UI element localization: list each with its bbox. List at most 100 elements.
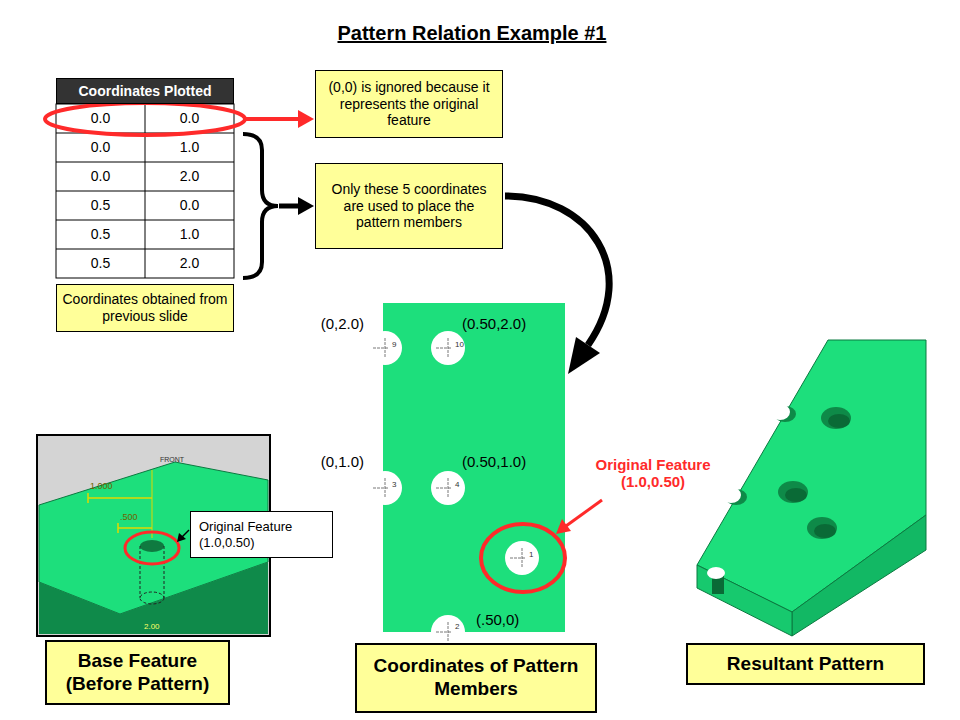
caption-box: Base Feature (Before Pattern): [45, 640, 230, 705]
note-box: (0,0) is ignored because it represents t…: [315, 70, 503, 138]
note-box: Only these 5 coordinates are used to pla…: [315, 163, 503, 249]
hole-crosshair: [436, 632, 452, 633]
pattern-plate: [431, 471, 465, 505]
box-content: Original Feature (1.0,0.50): [199, 519, 324, 550]
table-header: Coordinates Plotted: [56, 78, 234, 104]
base-feature-marker: [125, 532, 179, 564]
resultant-picture: [697, 565, 792, 636]
table-cell: 0.0: [56, 133, 145, 162]
resultant-picture: [697, 340, 926, 636]
box-content: Base Feature (Before Pattern): [57, 650, 218, 696]
original-feature-marker: [566, 500, 602, 526]
resultant-picture: [770, 404, 790, 420]
callout-box: Original Feature (1.0,0.50): [190, 511, 333, 558]
base-feature-picture: [88, 497, 152, 499]
base-feature-picture: [140, 540, 164, 552]
box-text: Coordinates Plotted: [78, 83, 211, 100]
pattern-plate: [368, 303, 565, 649]
hole-crosshair: [448, 622, 449, 642]
note-box: Coordinates obtained from previous slide: [56, 284, 234, 332]
hole-crosshair: [448, 338, 449, 358]
resultant-picture: [814, 524, 836, 538]
base-feature-picture: [152, 470, 153, 538]
hole-crosshair: [522, 548, 523, 568]
box-text: Coordinates of Pattern Members: [367, 655, 585, 701]
member-number: 9: [392, 340, 406, 349]
pattern-plate: [505, 541, 539, 575]
table-cell: 0.5: [56, 220, 145, 249]
resultant-picture: [721, 487, 741, 503]
base-feature-picture: [164, 546, 165, 598]
box-content: Coordinates Plotted: [57, 83, 233, 100]
pattern-plate: [368, 331, 402, 365]
row-brace: [243, 134, 278, 278]
slide-title: Pattern Relation Example #1: [227, 22, 717, 45]
original-feature-marker: [481, 524, 565, 592]
member-number: 2: [455, 622, 469, 631]
row-brace: [298, 197, 314, 215]
hole-crosshair: [373, 338, 526, 642]
hole-crosshair: [373, 348, 389, 349]
box-text: (0,0) is ignored because it represents t…: [320, 79, 498, 129]
box-content: Coordinates obtained from previous slide: [61, 291, 229, 325]
table-cell: 0.0: [56, 104, 145, 133]
hole-crosshair: [436, 488, 452, 489]
box-content: Coordinates of Pattern Members: [367, 655, 585, 701]
box-text: Original Feature (1.0,0.50): [199, 519, 324, 550]
box-text: Only these 5 coordinates are used to pla…: [320, 181, 498, 231]
coordinate-label: (0.50,2.0): [462, 315, 548, 332]
caption-box: Coordinates of Pattern Members: [355, 643, 597, 713]
base-feature-picture: [118, 527, 152, 529]
base-feature-picture: [140, 592, 164, 604]
original-feature-marker: [481, 500, 602, 592]
resultant-picture: [807, 517, 837, 539]
base-feature-picture: [140, 546, 141, 598]
box-text: Resultant Pattern: [727, 653, 884, 676]
dimension-text: 2.00: [144, 622, 168, 631]
hole-crosshair: [510, 558, 526, 559]
table-cell: 1.0: [145, 220, 234, 249]
row-brace: [279, 204, 300, 209]
box-text: Base Feature (Before Pattern): [57, 650, 218, 696]
view-label: FRONT: [160, 456, 190, 464]
base-feature-picture: [87, 493, 89, 503]
coordinate-label: (0,2.0): [298, 315, 364, 332]
curved-arrow: [568, 337, 600, 374]
resultant-picture: [707, 567, 725, 579]
ignored-row-marker: [246, 117, 300, 121]
member-number: 10: [455, 340, 469, 349]
table-cell: 0.5: [56, 191, 145, 220]
base-feature-picture: [117, 523, 119, 533]
pattern-plate: [368, 471, 402, 505]
table-cell: 0.0: [145, 191, 234, 220]
table-cell: 0.0: [145, 104, 234, 133]
box-text: Coordinates obtained from previous slide: [61, 291, 229, 325]
box-content: Resultant Pattern: [698, 653, 913, 676]
caption-box: Resultant Pattern: [686, 643, 925, 685]
hole-crosshair: [436, 348, 452, 349]
hole-crosshair: [385, 478, 386, 498]
resultant-picture: [785, 488, 807, 502]
ignored-row-marker: [45, 103, 314, 135]
coordinate-label: (0.50,1.0): [462, 453, 548, 470]
hole-crosshair: [373, 488, 389, 489]
dimension-text: .500: [120, 512, 144, 522]
ignored-row-marker: [298, 110, 314, 128]
member-number: 4: [455, 480, 469, 489]
resultant-picture: [821, 407, 851, 429]
ignored-row-marker: [45, 103, 245, 135]
base-feature-picture: [39, 562, 268, 634]
coordinate-table: [145, 104, 146, 278]
table-cell: 0.5: [56, 249, 145, 278]
resultant-picture: [778, 481, 808, 503]
coordinate-label: (0,1.0): [298, 453, 364, 470]
table-cell: 2.0: [145, 249, 234, 278]
hole-crosshair: [448, 478, 449, 498]
box-content: Only these 5 coordinates are used to pla…: [320, 181, 498, 231]
resultant-picture: [792, 515, 926, 636]
base-feature-marker: [182, 530, 189, 537]
coordinate-label: (.50,0): [476, 611, 538, 628]
member-number: 3: [392, 480, 406, 489]
base-feature-marker: [177, 533, 186, 542]
member-number: 1: [529, 550, 543, 559]
